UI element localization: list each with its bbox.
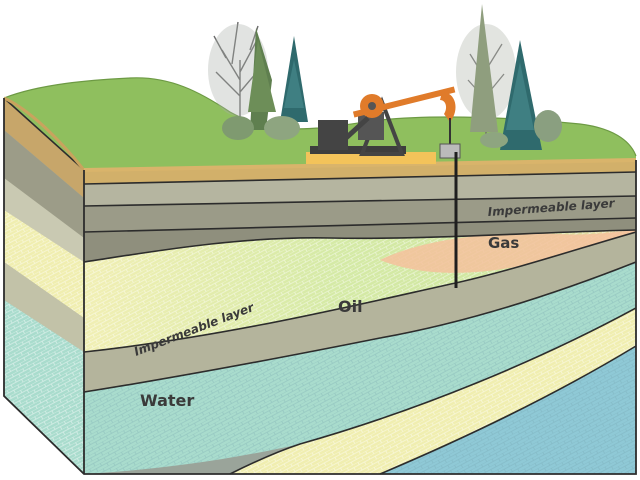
gas-label: Gas — [488, 234, 519, 252]
oil-pumpjack-icon — [306, 86, 461, 164]
gas-zone — [380, 230, 636, 273]
tree-icon — [208, 4, 562, 150]
ground-surface — [3, 77, 637, 172]
water-label: Water — [140, 391, 194, 410]
rock-strata — [83, 160, 637, 475]
block-left-face — [4, 98, 84, 474]
impermeable-layer-lower — [84, 232, 636, 392]
block-outline — [3, 98, 637, 475]
upper-rock-layer — [84, 172, 636, 206]
oil-label: Oil — [338, 297, 363, 316]
topsoil-layer — [84, 160, 636, 184]
